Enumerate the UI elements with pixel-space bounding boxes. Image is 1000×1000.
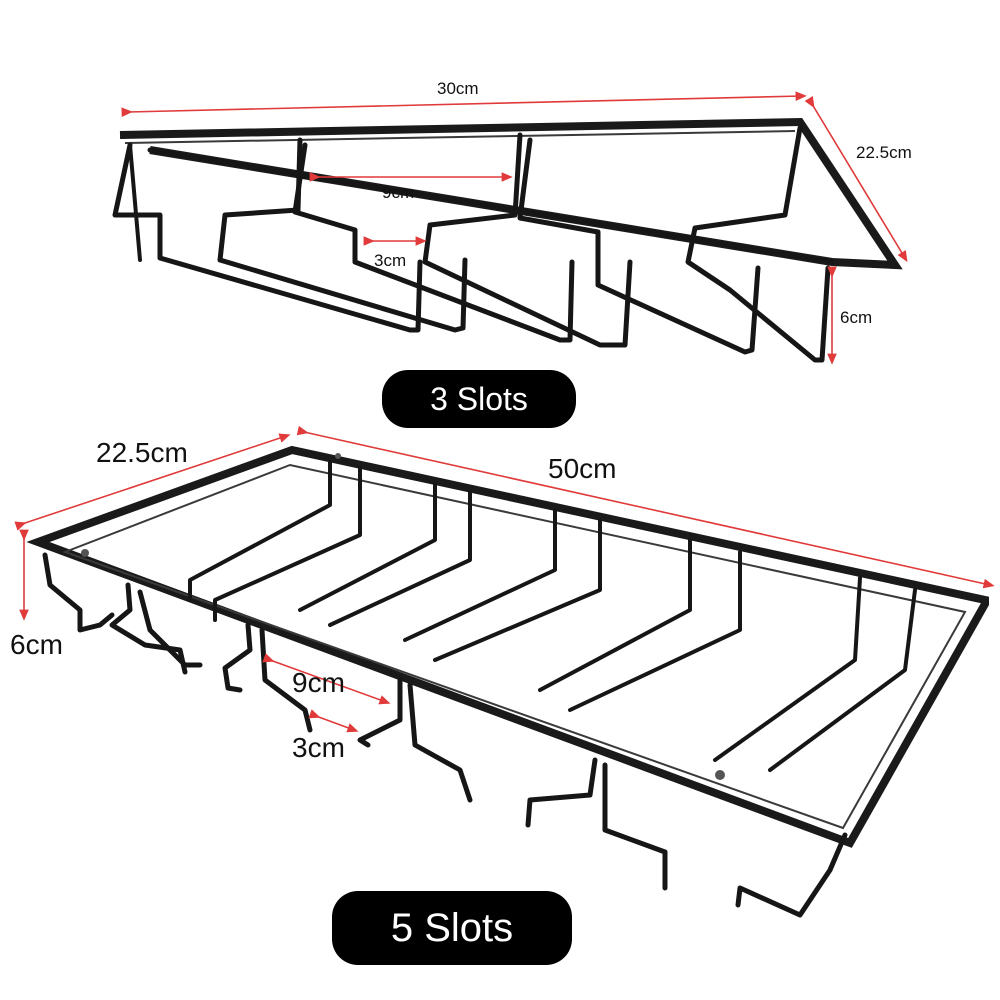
three-slots-badge-text: 3 Slots xyxy=(430,380,528,417)
five-slots-badge: 5 Slots xyxy=(332,891,572,965)
bottom-rack: 22.5cm 50cm 6cm 9cm 3cm xyxy=(10,425,995,918)
top-rack-wires xyxy=(112,125,831,363)
bottom-rack-frame xyxy=(26,445,989,848)
top-rack-frame xyxy=(119,117,903,270)
top-depth-label: 22.5cm xyxy=(856,143,912,162)
bottom-slot-gap-label: 3cm xyxy=(292,732,345,763)
top-slot-spacing-label: 9cm xyxy=(382,183,414,202)
five-slots-badge-text: 5 Slots xyxy=(390,905,514,950)
three-slots-badge: 3 Slots xyxy=(382,370,576,428)
bottom-slot-spacing-label: 9cm xyxy=(292,667,345,698)
bottom-depth-label: 22.5cm xyxy=(96,437,188,468)
top-height-label: 6cm xyxy=(840,308,872,327)
top-slot-gap-label: 3cm xyxy=(374,251,406,270)
bottom-height-label: 6cm xyxy=(10,629,63,660)
bottom-length-label: 50cm xyxy=(548,453,616,484)
bottom-rack-wires xyxy=(42,460,917,918)
top-length-label: 30cm xyxy=(437,79,479,98)
top-rack: 30cm 22.5cm 9cm 3cm 6cm xyxy=(112,79,912,365)
